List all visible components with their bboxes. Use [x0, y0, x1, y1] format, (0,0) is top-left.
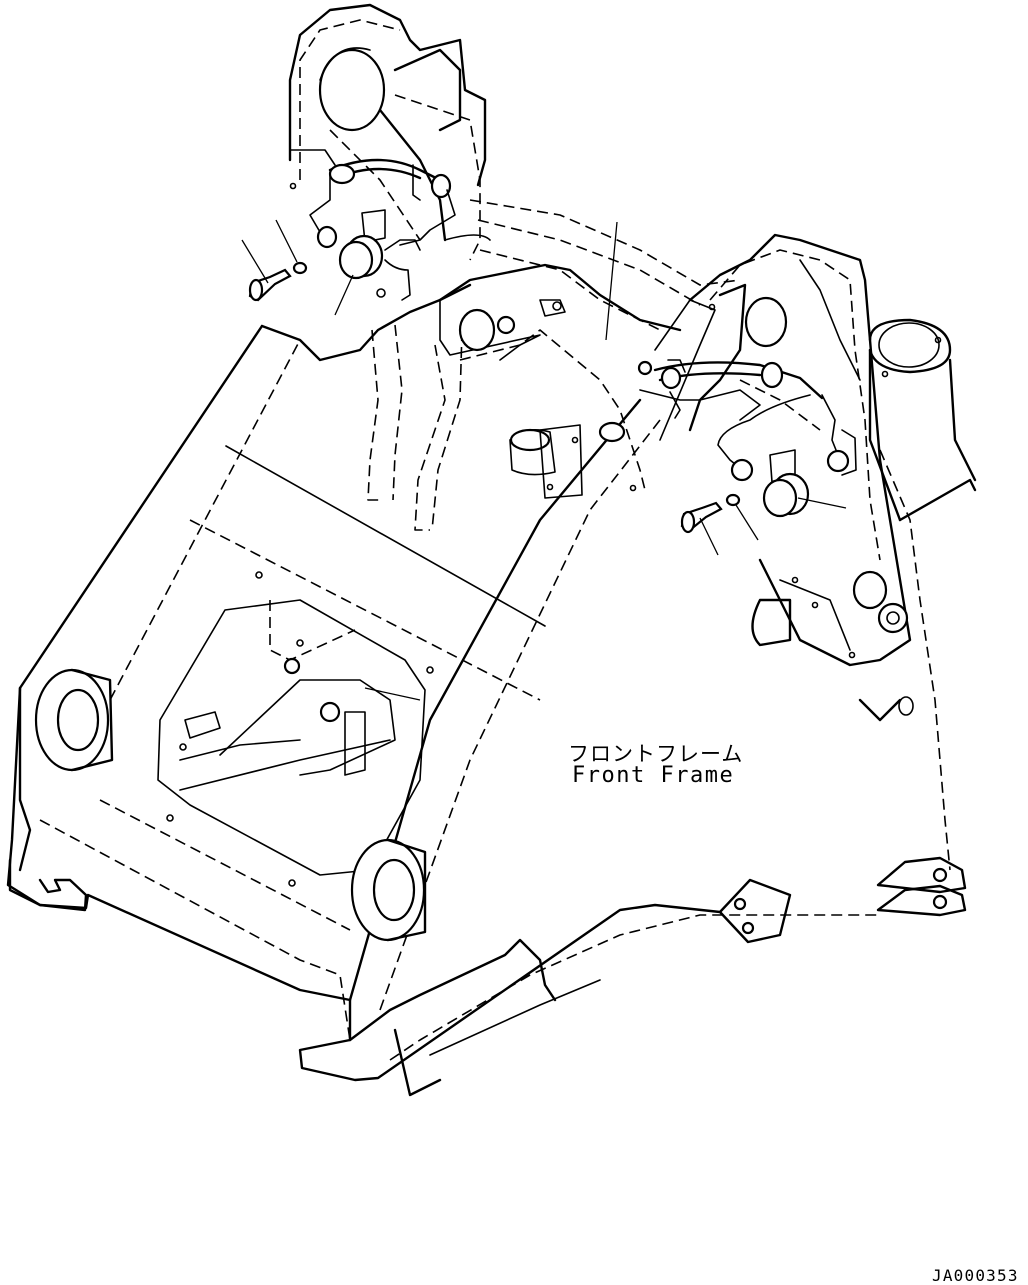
- frame-main-plate: [6, 283, 977, 1097]
- upper-left-tower: [288, 3, 487, 531]
- drawing-code: JA000353: [932, 1266, 1019, 1285]
- right-wiring-harness: [637, 359, 857, 483]
- right-hitch: [876, 856, 967, 917]
- bottom-bracket: [718, 878, 792, 944]
- left-lamp-assembly: [248, 234, 384, 302]
- front-frame-label-en: Front Frame: [572, 763, 735, 788]
- upper-right-tower: [629, 233, 914, 716]
- right-cylinder-mount: [868, 318, 977, 522]
- left-wiring-harness: [309, 158, 491, 301]
- cross-member: [438, 199, 741, 499]
- bottom-pivot-boss: [350, 838, 427, 942]
- frame-access-window: [157, 571, 434, 887]
- left-hitch: [8, 858, 88, 912]
- left-pivot-boss: [34, 668, 114, 772]
- leader-lines: [241, 219, 847, 701]
- right-lamp-assembly: [680, 472, 810, 534]
- front-frame-label-jp: フロントフレーム: [568, 742, 744, 766]
